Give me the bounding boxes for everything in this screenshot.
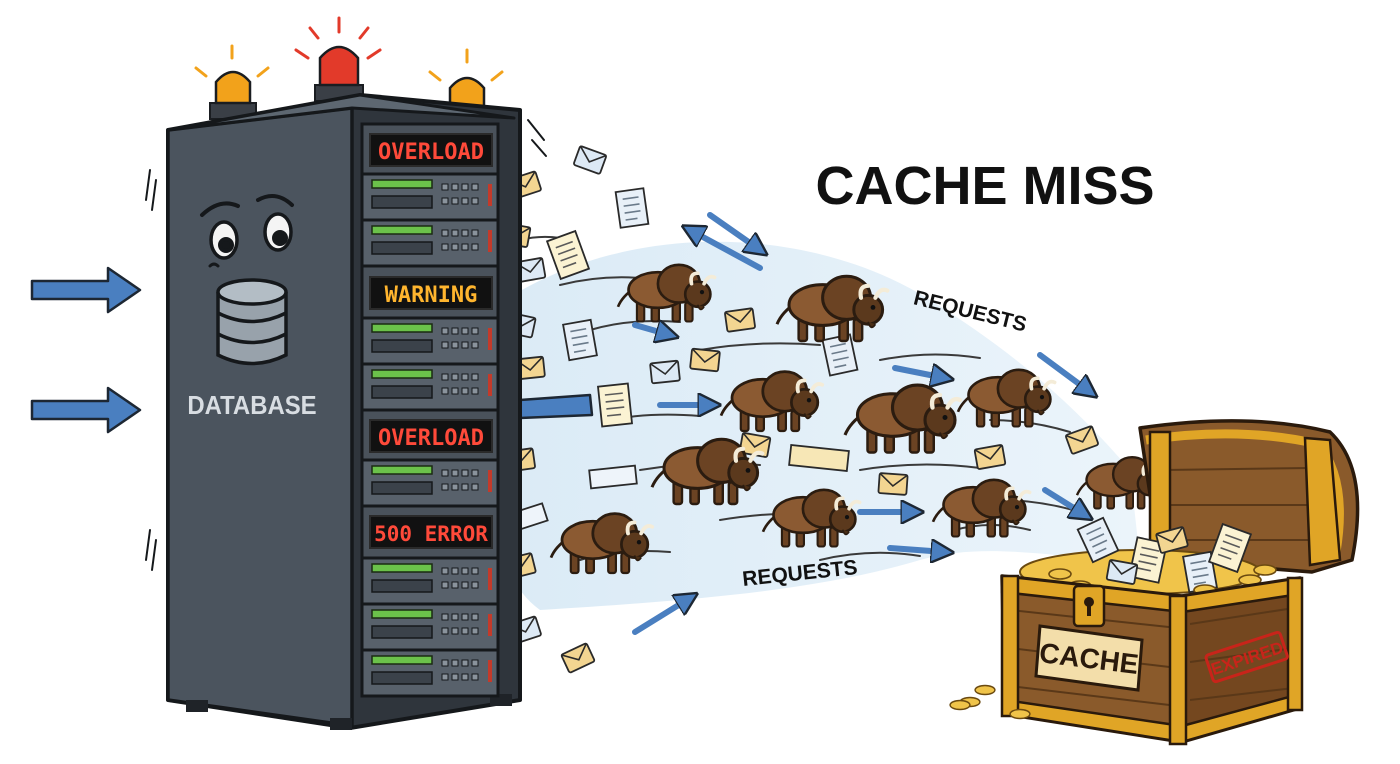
red-alarm-light-icon xyxy=(294,16,382,102)
worried-face xyxy=(200,194,294,268)
rack-display-2: WARNING xyxy=(360,264,500,320)
server-rack: OVERLOAD WARNING xyxy=(360,122,500,698)
rack-unit xyxy=(360,218,500,268)
right-arrow-icon xyxy=(887,548,945,552)
cache-plaque: CACHE xyxy=(1034,624,1144,692)
rack-display-4: 500 ERROR xyxy=(360,504,500,560)
flow-arrows xyxy=(632,212,1090,635)
right-arrow-icon xyxy=(1037,352,1090,392)
left-pointing-arrow-icon xyxy=(707,212,760,250)
right-arrow-icon xyxy=(632,325,670,335)
right-arrow-icon xyxy=(632,598,690,635)
rack-unit xyxy=(360,458,500,508)
rack-unit xyxy=(360,602,500,652)
overload-display: OVERLOAD xyxy=(378,140,484,165)
rack-display-1: OVERLOAD xyxy=(360,122,500,176)
rack-unit xyxy=(360,172,500,222)
overload-display: OVERLOAD xyxy=(378,426,484,451)
right-arrow-icon xyxy=(892,368,945,378)
database-cylinder-icon xyxy=(216,278,288,366)
incoming-arrows xyxy=(30,266,142,434)
rack-unit xyxy=(360,362,500,412)
incoming-arrow-icon xyxy=(30,266,142,314)
page-title: CACHE MISS xyxy=(815,156,1154,216)
rack-display-3: OVERLOAD xyxy=(360,408,500,462)
database-label: DATABASE xyxy=(187,391,316,420)
warning-display: WARNING xyxy=(385,283,478,308)
500-error-display: 500 ERROR xyxy=(374,522,488,546)
amber-alarm-light-icon xyxy=(194,44,270,120)
chest-lid xyxy=(1138,419,1360,574)
rack-unit xyxy=(360,316,500,366)
lock-icon xyxy=(1072,584,1106,628)
cache-chest: CACHE EXPIRED xyxy=(949,419,1360,746)
left-pointing-arrow-icon xyxy=(690,230,763,271)
incoming-arrow-icon xyxy=(30,386,142,434)
rack-unit xyxy=(360,648,500,698)
rack-unit xyxy=(360,556,500,606)
right-arrow-icon xyxy=(1042,487,1085,515)
